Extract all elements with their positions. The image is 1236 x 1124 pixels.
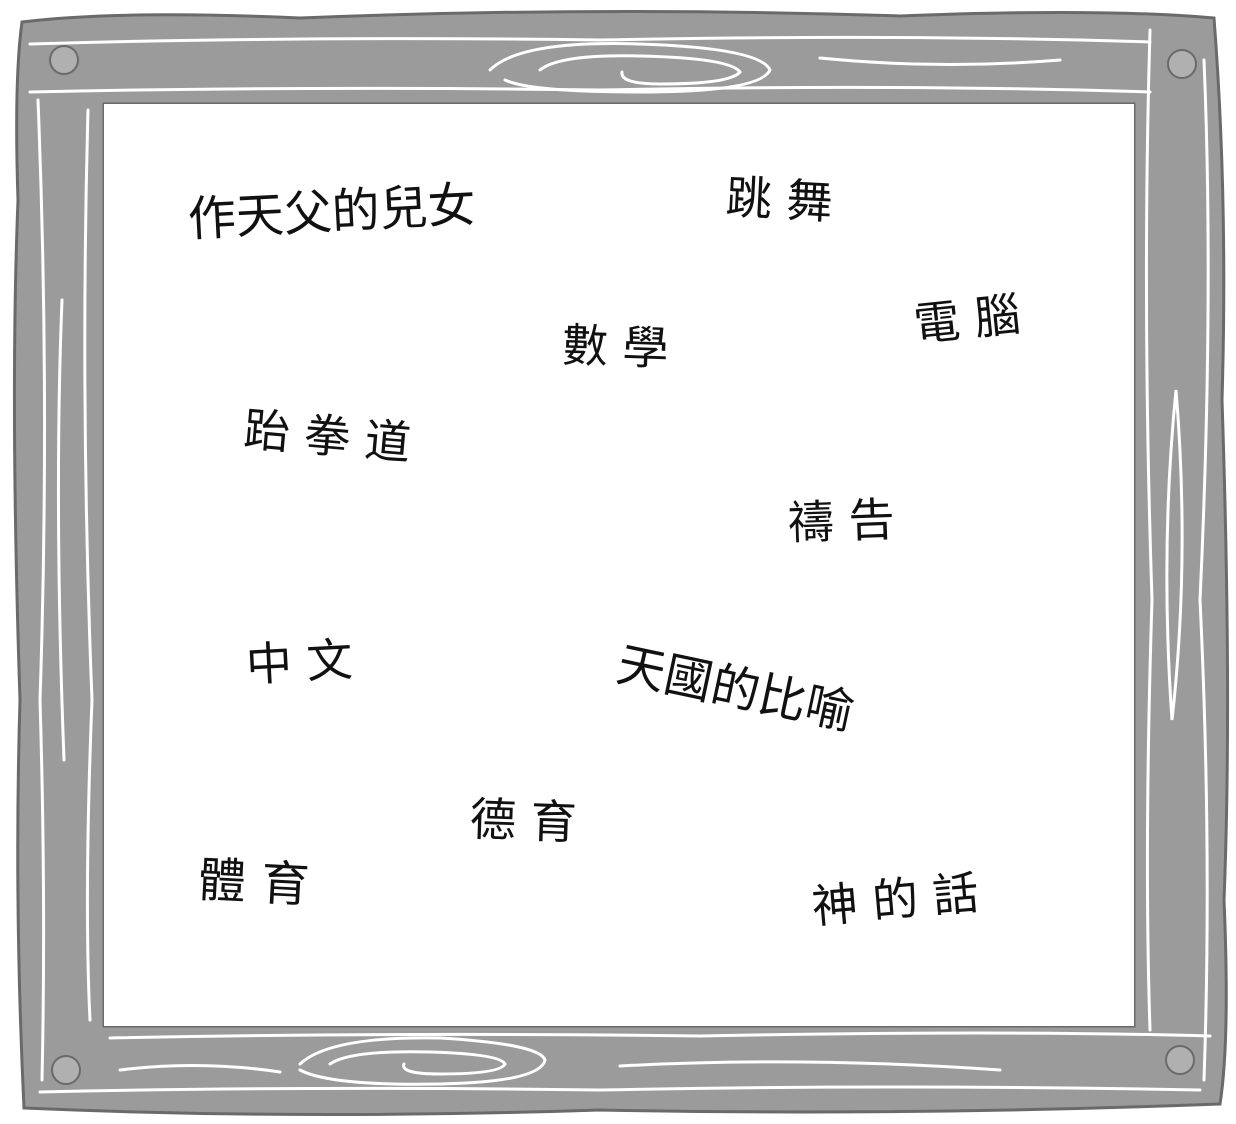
word-taekwondo: 跆 拳 道 [241, 402, 413, 471]
nails [49, 45, 1197, 1085]
word-computer: 電 腦 [911, 287, 1023, 352]
word-dance: 跳 舞 [724, 170, 834, 230]
word-word-of-god: 神 的 話 [809, 865, 981, 934]
word-children-of-god: 作天父的兒女 [186, 176, 478, 248]
word-moral-education: 德 育 [469, 792, 578, 850]
word-physical-education: 體 育 [196, 852, 311, 914]
word-prayer: 禱 告 [787, 492, 896, 550]
word-math: 數 學 [561, 318, 670, 376]
bottom-plank-grain [38, 1031, 1212, 1094]
nail-bottom-left [51, 1055, 81, 1085]
word-chinese: 中 文 [244, 632, 354, 692]
board-surface [104, 104, 1134, 1026]
nail-bottom-right [1165, 1045, 1195, 1075]
right-plank-grain [1144, 28, 1210, 1082]
nail-top-left [49, 45, 79, 75]
top-plank-grain [28, 35, 1152, 94]
left-plank-grain [36, 98, 94, 1082]
nail-top-right [1167, 49, 1197, 79]
